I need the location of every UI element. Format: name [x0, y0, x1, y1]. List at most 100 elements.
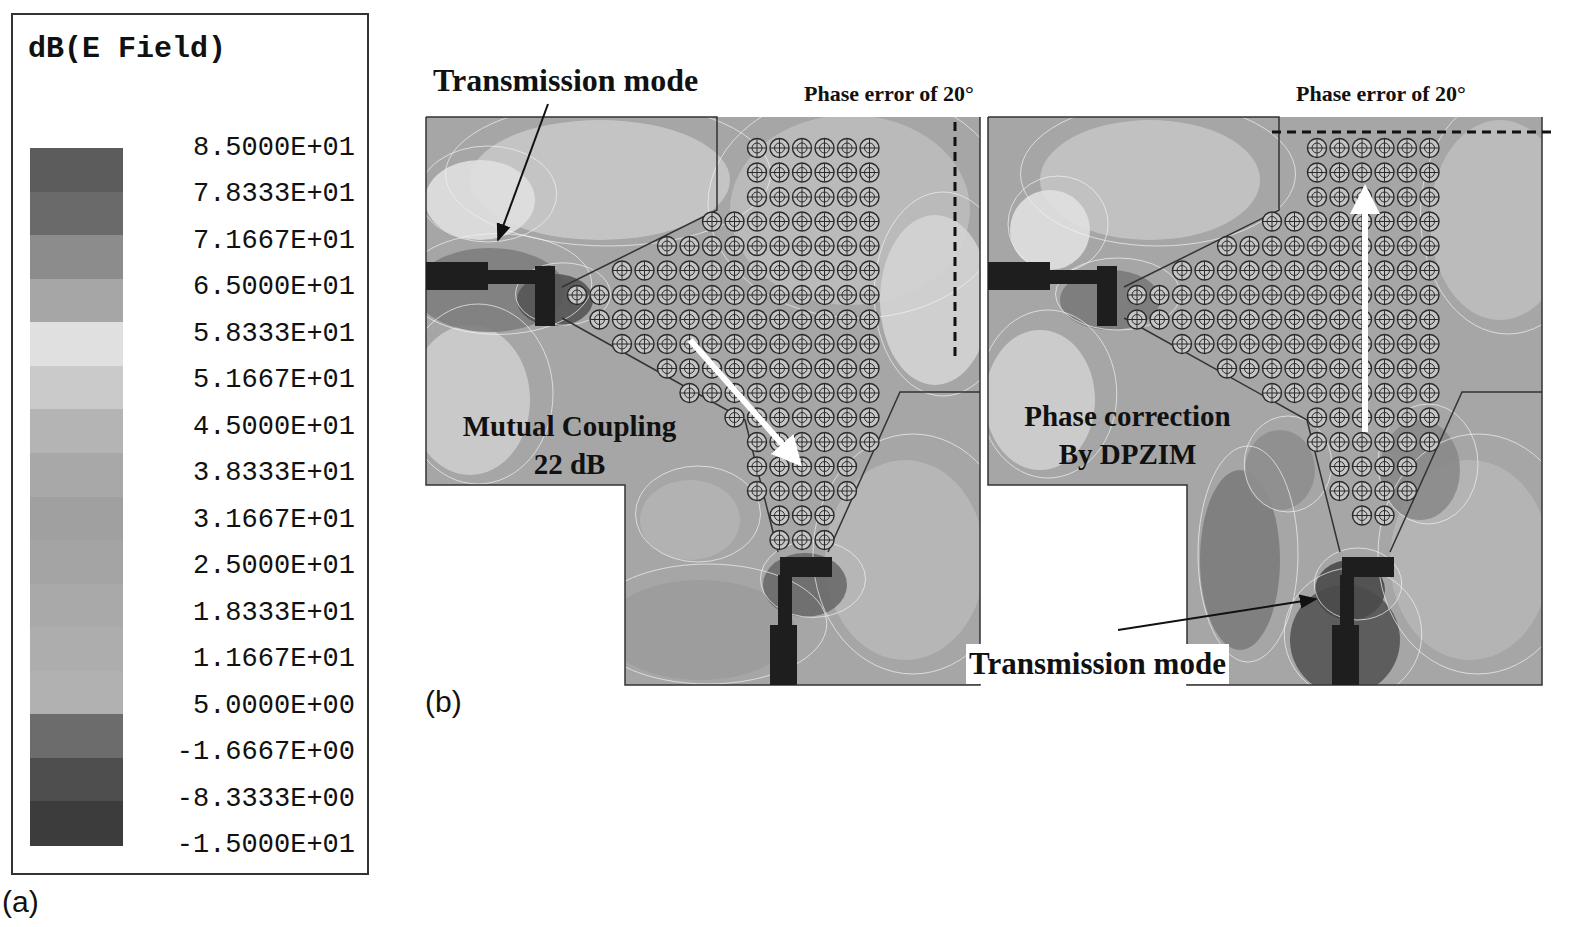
zim-unit-cell: [770, 261, 789, 280]
zim-unit-cell: [1353, 457, 1372, 476]
zim-unit-cell: [1420, 433, 1439, 452]
antenna-feed: [1332, 625, 1359, 685]
zim-unit-cell: [770, 212, 789, 231]
zim-unit-cell: [1420, 261, 1439, 280]
zim-unit-cell: [838, 212, 857, 231]
zim-unit-cell: [770, 139, 789, 158]
zim-unit-cell: [1240, 335, 1259, 354]
legend-value: 1.8333E+01: [193, 598, 355, 628]
zim-unit-cell: [1150, 310, 1169, 329]
legend-frame: [12, 14, 368, 874]
coupling-arrow: [690, 340, 798, 462]
antenna-feed: [535, 266, 555, 326]
zim-unit-cell: [1330, 457, 1349, 476]
zim-unit-cell: [793, 139, 812, 158]
zim-unit-cell: [1330, 482, 1349, 501]
correction-arrow: [1362, 190, 1368, 432]
annotation: Transmission mode: [433, 60, 698, 102]
zim-unit-cell: [860, 188, 879, 207]
zim-unit-cell: [793, 310, 812, 329]
zim-unit-cell: [1285, 237, 1304, 256]
antenna-feed: [770, 625, 797, 685]
zim-unit-cell: [1330, 335, 1349, 354]
zim-unit-cell: [748, 261, 767, 280]
legend-value: 3.1667E+01: [193, 505, 355, 535]
legend-value: 5.0000E+00: [193, 691, 355, 721]
zim-unit-cell: [793, 384, 812, 403]
substrate-outline: [1390, 392, 1542, 552]
zim-unit-cell: [1240, 237, 1259, 256]
field-region: [880, 215, 990, 385]
zim-unit-cell: [815, 212, 834, 231]
zim-unit-cell: [1420, 310, 1439, 329]
zim-unit-cell: [1398, 163, 1417, 182]
antenna-feed: [780, 557, 832, 577]
zim-unit-cell: [1330, 310, 1349, 329]
field-contour: [1421, 94, 1576, 334]
legend-value: 8.5000E+01: [193, 133, 355, 163]
zim-unit-cell: [1263, 212, 1282, 231]
zim-unit-cell: [838, 359, 857, 378]
zim-unit-cell: [770, 506, 789, 525]
antenna-feed: [486, 270, 538, 284]
zim-unit-cell: [1420, 384, 1439, 403]
zim-unit-cell: [635, 310, 654, 329]
zim-unit-cell: [1420, 359, 1439, 378]
zim-unit-cell: [1173, 286, 1192, 305]
legend-swatch: [30, 366, 123, 410]
legend-swatch: [30, 801, 123, 845]
zim-unit-cell: [1218, 359, 1237, 378]
zim-unit-cell: [1375, 310, 1394, 329]
zim-unit-cell: [860, 139, 879, 158]
field-region: [640, 480, 740, 560]
zim-unit-cell: [793, 212, 812, 231]
zim-unit-cell: [703, 212, 722, 231]
zim-unit-cell: [1195, 335, 1214, 354]
zim-unit-cell: [748, 384, 767, 403]
zim-unit-cell: [838, 335, 857, 354]
zim-unit-cell: [748, 457, 767, 476]
legend-value: -1.6667E+00: [177, 737, 355, 767]
zim-unit-cell: [703, 237, 722, 256]
zim-unit-cell: [815, 433, 834, 452]
zim-unit-cell: [1330, 212, 1349, 231]
field-region: [825, 460, 985, 660]
zim-unit-cell: [770, 237, 789, 256]
zim-unit-cell: [680, 384, 699, 403]
zim-unit-cell: [1330, 261, 1349, 280]
zim-unit-cell: [838, 482, 857, 501]
field-region: [1390, 460, 1550, 660]
legend-value: -1.5000E+01: [177, 830, 355, 860]
zim-unit-cell: [815, 482, 834, 501]
zim-unit-cell: [838, 457, 857, 476]
field-contour: [1378, 434, 1576, 674]
field-contour: [1198, 446, 1298, 662]
zim-unit-cell: [1375, 482, 1394, 501]
zim-unit-cell: [1173, 261, 1192, 280]
zim-unit-cell: [1218, 261, 1237, 280]
zim-unit-cell: [1330, 286, 1349, 305]
zim-unit-cell: [793, 359, 812, 378]
zim-unit-cell: [793, 506, 812, 525]
zim-unit-cell: [1398, 261, 1417, 280]
zim-unit-cell: [838, 237, 857, 256]
zim-unit-cell: [725, 261, 744, 280]
field-contour: [636, 466, 761, 562]
zim-unit-cell: [680, 237, 699, 256]
leader-line: [498, 104, 548, 240]
antenna-feed: [1342, 557, 1394, 577]
legend-swatch: [30, 235, 123, 279]
zim-unit-cell: [770, 531, 789, 550]
zim-unit-cell: [1308, 188, 1327, 207]
zim-unit-cell: [793, 286, 812, 305]
field-plot: [403, 90, 1013, 685]
zim-unit-cell: [770, 482, 789, 501]
zim-unit-cell: [1308, 163, 1327, 182]
annotation: Phase correction By DPZIM: [1010, 398, 1245, 473]
zim-unit-cell: [1195, 261, 1214, 280]
zim-unit-cell: [1398, 384, 1417, 403]
zim-unit-cell: [635, 335, 654, 354]
zim-unit-cell: [1285, 261, 1304, 280]
substrate-outline: [828, 392, 980, 552]
zim-unit-cell: [1353, 482, 1372, 501]
